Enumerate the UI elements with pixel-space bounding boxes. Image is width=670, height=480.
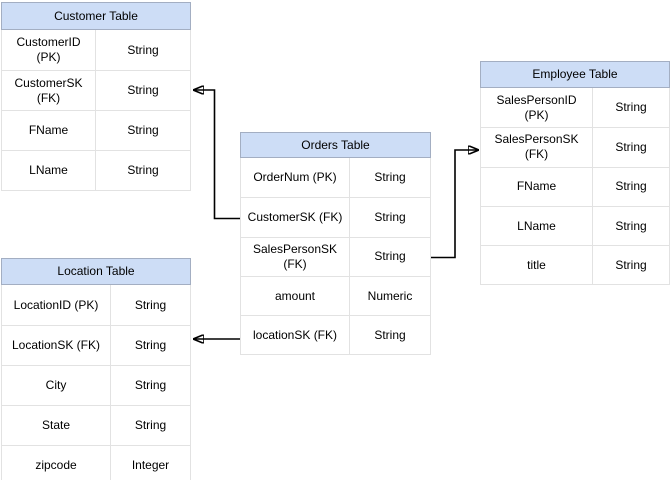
type-cell: String	[127, 42, 159, 57]
type-cell: String	[615, 218, 647, 233]
field-cell: amount	[241, 276, 350, 316]
field-cell: FName	[481, 167, 593, 206]
field-cell: LName	[2, 151, 96, 190]
type-cell: String	[134, 338, 167, 352]
field-cell: SalesPersonSK (FK)	[481, 128, 593, 167]
type-cell: String	[374, 170, 406, 185]
field-cell: zipcode	[2, 446, 111, 480]
table-row: LName String	[2, 150, 190, 190]
field-cell: SalesPersonSK (FK)	[241, 237, 350, 276]
table-row: LocationSK (FK) String	[2, 325, 190, 365]
table-title-orders: Orders Table	[240, 132, 431, 158]
table-row: LName String	[481, 205, 669, 246]
table-title-location: Location Table	[1, 258, 191, 285]
connector-orders-to-employee-arrow[interactable]	[431, 150, 478, 259]
type-cell: String	[615, 257, 647, 272]
type-cell: String	[374, 209, 406, 224]
table-row: FName String	[481, 166, 669, 206]
table-row: CustomerSK (FK) String	[2, 70, 190, 110]
field-cell: City	[2, 366, 111, 405]
type-cell: String	[615, 139, 647, 154]
table-row: LocationID (PK) String	[2, 285, 190, 325]
table-row: SalesPersonSK (FK) String	[241, 236, 430, 276]
type-cell: String	[134, 378, 167, 392]
field-cell: title	[481, 246, 593, 285]
connector-orders-to-customer-arrow[interactable]	[194, 90, 240, 220]
table-row: FName String	[2, 110, 190, 150]
table-row: CustomerSK (FK) String	[241, 197, 430, 237]
field-cell: CustomerSK (FK)	[2, 71, 96, 110]
field-cell: CustomerSK (FK)	[241, 198, 350, 237]
type-cell: String	[134, 418, 167, 432]
table-row: title String	[481, 245, 669, 285]
type-cell: String	[127, 83, 159, 97]
type-cell: String	[615, 179, 647, 194]
table-row: CustomerID (PK) String	[2, 30, 190, 70]
field-cell: LocationID (PK)	[2, 285, 111, 325]
field-cell: OrderNum (PK)	[241, 158, 350, 198]
table-row: OrderNum (PK) String	[241, 158, 430, 198]
table-title-customer: Customer Table	[1, 2, 191, 30]
table-row: amount Numeric	[241, 275, 430, 316]
type-cell: String	[127, 123, 159, 137]
field-cell: CustomerID (PK)	[2, 30, 96, 70]
table-title-employee: Employee Table	[480, 61, 670, 88]
table-row: SalesPersonID (PK) String	[481, 88, 669, 128]
field-cell: FName	[2, 111, 96, 150]
table-row: SalesPersonSK (FK) String	[481, 127, 669, 167]
type-cell: String	[615, 100, 647, 115]
table-row: City String	[2, 365, 190, 405]
type-cell: String	[134, 297, 167, 312]
type-cell: String	[127, 163, 159, 177]
field-cell: SalesPersonID (PK)	[481, 88, 593, 128]
type-cell: String	[374, 249, 406, 264]
table-row: zipcode Integer	[2, 445, 190, 480]
field-cell: State	[2, 406, 111, 445]
field-cell: locationSK (FK)	[241, 316, 350, 355]
field-cell: LocationSK (FK)	[2, 326, 111, 365]
type-cell: Integer	[131, 458, 170, 472]
field-cell: LName	[481, 206, 593, 246]
type-cell: String	[374, 327, 406, 342]
table-row: State String	[2, 405, 190, 445]
table-row: locationSK (FK) String	[241, 315, 430, 355]
type-cell: Numeric	[367, 288, 413, 303]
